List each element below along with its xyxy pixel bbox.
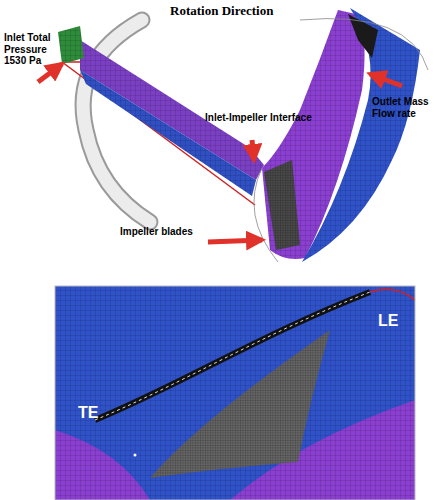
rotation-label: Rotation Direction [170, 4, 273, 19]
boundary-label: Outlet Mass Flow rate [372, 96, 430, 119]
edge-label: TE [78, 404, 98, 422]
edge-label: LE [378, 312, 398, 330]
boundary-label: Inlet Total Pressure 1530 Pa [4, 32, 70, 67]
interface-label: Inlet-Impeller Interface [205, 112, 312, 124]
part-label: Impeller blades [120, 226, 193, 238]
